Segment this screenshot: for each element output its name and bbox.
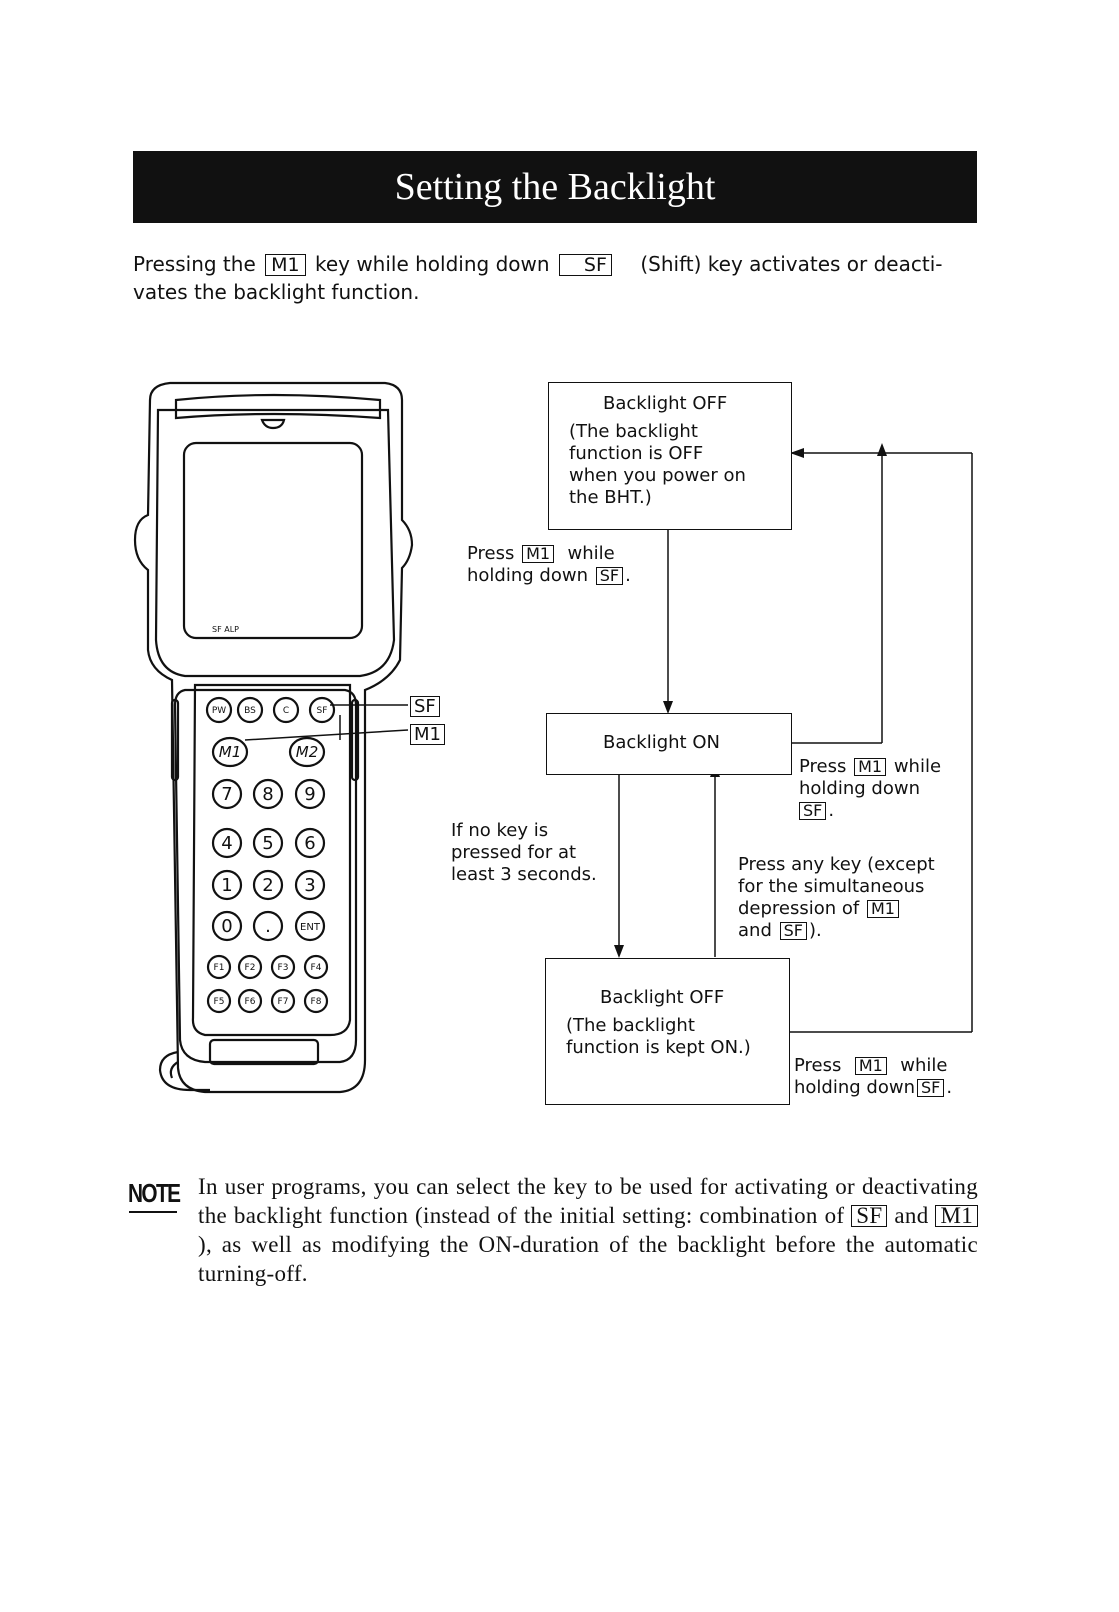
- label3-while: while: [900, 1055, 948, 1076]
- callout-sf-key-icon: SF: [410, 696, 440, 717]
- device-key-f6: F6: [245, 997, 256, 1007]
- page-title: Setting the Backlight: [133, 151, 977, 223]
- label-press-m1-sf-1: Press M1 while holding down SF.: [467, 543, 631, 587]
- note-m1-key-icon: M1: [935, 1204, 978, 1227]
- box3-line-1: (The backlight: [566, 1015, 695, 1036]
- device-key-2: 2: [262, 875, 273, 896]
- device-key-4: 4: [221, 833, 232, 854]
- note-sf-key-icon: SF: [851, 1204, 888, 1227]
- device-key-sf: SF: [317, 706, 328, 716]
- anykey-sf-key-icon: SF: [779, 922, 807, 940]
- box2-heading: Backlight ON: [603, 732, 720, 753]
- device-key-m2: M2: [296, 743, 319, 761]
- intro-text-4: vates the backlight function.: [133, 280, 420, 304]
- intro-paragraph: Pressing the M1 key while holding down S…: [133, 250, 1013, 306]
- box1-line-1: (The backlight: [569, 421, 698, 442]
- anykey-line-3: depression of: [738, 898, 860, 919]
- device-key-dot: .: [265, 916, 271, 937]
- callout-m1-key-icon: M1: [410, 724, 445, 745]
- label-press-m1-sf-2: Press M1 while holding down SF.: [799, 756, 941, 822]
- label1-end: .: [625, 565, 631, 586]
- device-key-ent: ENT: [300, 922, 321, 933]
- label1-while: while: [567, 543, 615, 564]
- note-text-2: ), as well as modifying the ON-duration …: [198, 1232, 978, 1286]
- device-key-m1: M1: [219, 743, 242, 761]
- callout-m1-key: M1: [408, 724, 447, 745]
- label2-press: Press: [799, 756, 847, 777]
- device-key-f1: F1: [214, 963, 225, 973]
- device-key-c: C: [283, 706, 289, 716]
- note-divider: [129, 1211, 177, 1213]
- anykey-m1-key-icon: M1: [867, 900, 899, 918]
- note-and: and: [894, 1203, 929, 1228]
- device-key-bs: BS: [244, 706, 256, 716]
- intro-text-2: key while holding down: [314, 252, 550, 276]
- note-paragraph: In user programs, you can select the key…: [198, 1172, 978, 1288]
- anykey-line-2: for the simultaneous: [738, 876, 925, 897]
- device-key-8: 8: [262, 784, 273, 805]
- device-key-9: 9: [304, 784, 315, 805]
- device-key-f4: F4: [311, 963, 322, 973]
- anykey-line-4: and: [738, 920, 772, 941]
- m1-key-icon: M1: [265, 254, 306, 276]
- label1-press: Press: [467, 543, 515, 564]
- box3-line-2: function is kept ON.): [566, 1037, 751, 1058]
- device-key-f7: F7: [278, 997, 289, 1007]
- intro-text-1: Pressing the: [133, 252, 256, 276]
- device-key-5: 5: [262, 833, 273, 854]
- anykey-line-1: Press any key (except: [738, 854, 935, 875]
- label3-sf-key-icon: SF: [916, 1079, 945, 1097]
- label3-press: Press: [794, 1055, 842, 1076]
- device-key-f5: F5: [214, 997, 225, 1007]
- device-status-text: SF ALP: [212, 625, 239, 634]
- device-key-0: 0: [221, 916, 232, 937]
- box3-heading: Backlight OFF: [600, 987, 725, 1008]
- anykey-end: ).: [808, 920, 822, 941]
- device-key-f3: F3: [278, 963, 289, 973]
- label3-holding: holding down: [794, 1077, 915, 1098]
- nokey-line-1: If no key is: [451, 820, 549, 841]
- device-key-6: 6: [304, 833, 315, 854]
- nokey-line-3: least 3 seconds.: [451, 864, 597, 885]
- device-key-pw: PW: [212, 706, 226, 716]
- label2-end: .: [828, 800, 835, 821]
- note-icon: NOTE: [128, 1178, 181, 1208]
- label1-sf-key-icon: SF: [595, 567, 624, 585]
- label1-holding: holding down: [467, 565, 588, 586]
- flow-box-backlight-on: Backlight ON: [546, 713, 792, 775]
- label3-m1-key-icon: M1: [854, 1057, 887, 1075]
- label3-end: .: [946, 1077, 953, 1098]
- box1-heading: Backlight OFF: [603, 393, 728, 414]
- label2-holding: holding down: [799, 778, 920, 799]
- device-key-7: 7: [221, 784, 232, 805]
- flow-box-backlight-off-initial: Backlight OFF (The backlight function is…: [548, 382, 792, 530]
- device-key-3: 3: [304, 875, 315, 896]
- label-press-any-key: Press any key (except for the simultaneo…: [738, 854, 935, 942]
- box1-line-3: when you power on: [569, 465, 746, 486]
- note-text-1: In user programs, you can select the key…: [198, 1174, 978, 1228]
- box1-line-2: function is OFF: [569, 443, 704, 464]
- device-key-f2: F2: [245, 963, 256, 973]
- sf-key-icon: SF: [558, 254, 612, 276]
- callout-sf-key: SF: [408, 696, 442, 717]
- nokey-line-2: pressed for at: [451, 842, 577, 863]
- label1-m1-key-icon: M1: [522, 545, 555, 563]
- box1-line-4: the BHT.): [569, 487, 652, 508]
- device-key-f8: F8: [311, 997, 322, 1007]
- label-no-key-timeout: If no key is pressed for at least 3 seco…: [451, 820, 597, 886]
- label2-while: while: [893, 756, 942, 777]
- label2-m1-key-icon: M1: [854, 758, 887, 776]
- device-key-1: 1: [221, 875, 232, 896]
- flow-box-backlight-off-kept: Backlight OFF (The backlight function is…: [545, 958, 790, 1105]
- label2-sf-key-icon: SF: [799, 802, 827, 820]
- intro-text-3: (Shift) key activates or deacti-: [640, 252, 943, 276]
